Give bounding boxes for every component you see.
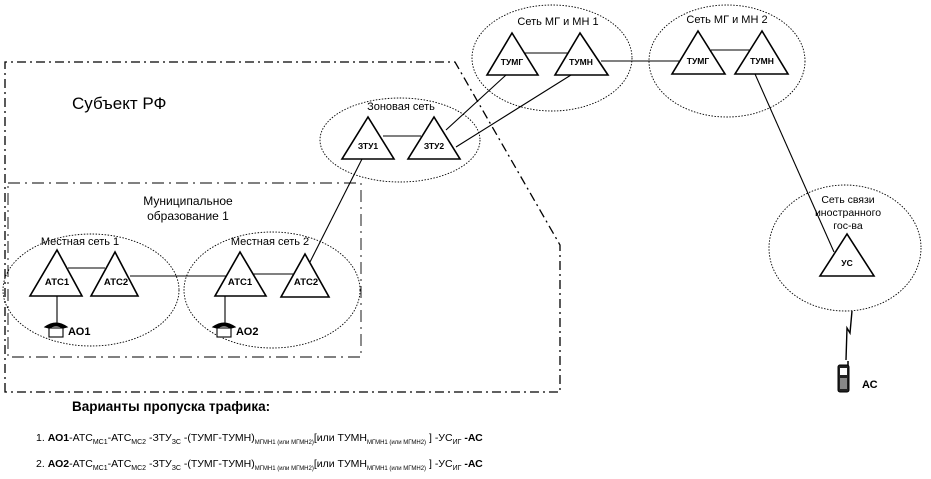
- region-label: Субъект РФ: [72, 94, 166, 113]
- route-start: АО1: [47, 432, 70, 444]
- route-pair: -(ТУМГ-ТУМН): [183, 458, 255, 470]
- route-us: ] -УС: [426, 458, 453, 470]
- route-alt: [или ТУМН: [313, 432, 367, 444]
- zone-network-label: Зоновая сеть: [367, 101, 435, 113]
- subscriber-ao1-label: АО1: [68, 326, 90, 338]
- route-end: -АС: [464, 458, 483, 470]
- node-foreign-us[interactable]: [818, 232, 876, 277]
- label-local1-atc1: АТС1: [45, 277, 70, 288]
- foreign-network-label-line2: иностранного: [815, 207, 881, 219]
- region-boundary: [4, 61, 561, 393]
- route-us-sub: ИГ: [452, 465, 462, 472]
- label-mgmn2-tumn: ТУМН: [750, 56, 774, 66]
- mgmn1-network-area: [471, 4, 633, 112]
- local-network-1-area: [2, 233, 180, 347]
- foreign-network-label-line3: гос-ва: [833, 220, 863, 232]
- node-zone-ztu2[interactable]: [406, 115, 462, 160]
- label-foreign-us: УС: [841, 258, 852, 268]
- route-us-sub: ИГ: [452, 439, 462, 446]
- local-network-1-label: Местная сеть 1: [41, 236, 119, 248]
- zone-network-area: [319, 97, 481, 183]
- route-alt-sub: МГМН1 (или МГМН2): [366, 466, 427, 472]
- route-atc2: -АТС: [107, 432, 132, 444]
- node-local1-atc1[interactable]: [28, 248, 84, 297]
- route-atc1-sub: МС1: [92, 439, 108, 446]
- municipal-boundary: [7, 182, 362, 358]
- label-mgmn1-tumg: ТУМГ: [501, 57, 524, 67]
- route-atc1-sub: МС1: [92, 465, 108, 472]
- node-local2-atc1[interactable]: [213, 250, 268, 297]
- mobile-subscriber-label: АС: [862, 379, 878, 391]
- route-item: 1. АО1-АТСМС1-АТСМС2 -ЗТУЗС -(ТУМГ-ТУМН)…: [36, 432, 483, 446]
- route-number: 1.: [36, 432, 45, 444]
- label-zone-ztu2: ЗТУ2: [424, 141, 444, 151]
- node-zone-ztu1[interactable]: [340, 115, 396, 160]
- link-tumn2-us: [754, 73, 835, 253]
- route-ztu: -ЗТУ: [149, 432, 172, 444]
- foreign-network-label-line1: Сеть связи: [821, 194, 874, 206]
- node-mgmn1-tumg[interactable]: [485, 31, 540, 76]
- route-pair-sub: МГМН1 (или МГМН2): [254, 440, 314, 446]
- route-pair-sub: МГМН1 (или МГМН2): [254, 466, 314, 472]
- route-ztu-sub: ЗС: [171, 439, 181, 446]
- wireless-link-icon: [845, 310, 853, 361]
- route-atc1: -АТС: [69, 458, 93, 470]
- label-local2-atc1: АТС1: [228, 277, 253, 288]
- link-ztu2-tumg1: [445, 74, 507, 131]
- municipal-label-line2: образование 1: [147, 209, 229, 223]
- mgmn2-network-label: Сеть МГ и МН 2: [686, 14, 767, 26]
- mgmn2-network-area: [648, 4, 806, 118]
- link-ztu2-tumn1: [455, 74, 572, 148]
- label-mgmn1-tumn: ТУМН: [569, 57, 593, 67]
- route-atc2-sub: МС2: [131, 465, 147, 472]
- label-mgmn2-tumg: ТУМГ: [687, 56, 710, 66]
- foreign-network-area: [768, 184, 922, 312]
- label-zone-ztu1: ЗТУ1: [358, 141, 378, 151]
- subscriber-ao2-label: АО2: [236, 326, 258, 338]
- route-alt-sub: МГМН1 (или МГМН2): [366, 440, 427, 446]
- node-mgmn1-tumn[interactable]: [553, 31, 610, 76]
- municipal-label-line1: Муниципальное: [143, 194, 233, 208]
- node-mgmn2-tumn[interactable]: [733, 29, 790, 75]
- route-start: АО2: [47, 458, 70, 470]
- route-ztu-sub: ЗС: [171, 465, 181, 472]
- route-end: -АС: [464, 432, 483, 444]
- mobile-phone-icon[interactable]: [837, 361, 850, 393]
- route-atc2-sub: МС2: [131, 439, 147, 446]
- label-local1-atc2: АТС2: [104, 277, 128, 288]
- node-mgmn2-tumg[interactable]: [670, 29, 727, 75]
- route-number: 2.: [36, 458, 45, 470]
- mgmn1-network-label: Сеть МГ и МН 1: [517, 16, 598, 28]
- node-local1-atc2[interactable]: [89, 250, 140, 297]
- route-item: 2. АО2-АТСМС1-АТСМС2 -ЗТУЗС -(ТУМГ-ТУМН)…: [36, 458, 483, 472]
- route-atc1: -АТС: [69, 432, 93, 444]
- label-local2-atc2: АТС2: [294, 277, 318, 288]
- route-pair: -(ТУМГ-ТУМН): [183, 432, 255, 444]
- telephone-icon[interactable]: [43, 322, 69, 338]
- link-local2-atc2-zone-ztu1: [309, 158, 363, 263]
- route-ztu: -ЗТУ: [149, 458, 172, 470]
- local-network-2-label: Местная сеть 2: [231, 236, 309, 248]
- route-alt: [или ТУМН: [313, 458, 367, 470]
- route-atc2: -АТС: [107, 458, 132, 470]
- telephone-icon[interactable]: [211, 322, 237, 338]
- legend-title: Варианты пропуска трафика:: [72, 399, 271, 414]
- route-us: ] -УС: [426, 432, 453, 444]
- local-network-2-area: [183, 231, 361, 349]
- node-local2-atc2[interactable]: [279, 252, 331, 298]
